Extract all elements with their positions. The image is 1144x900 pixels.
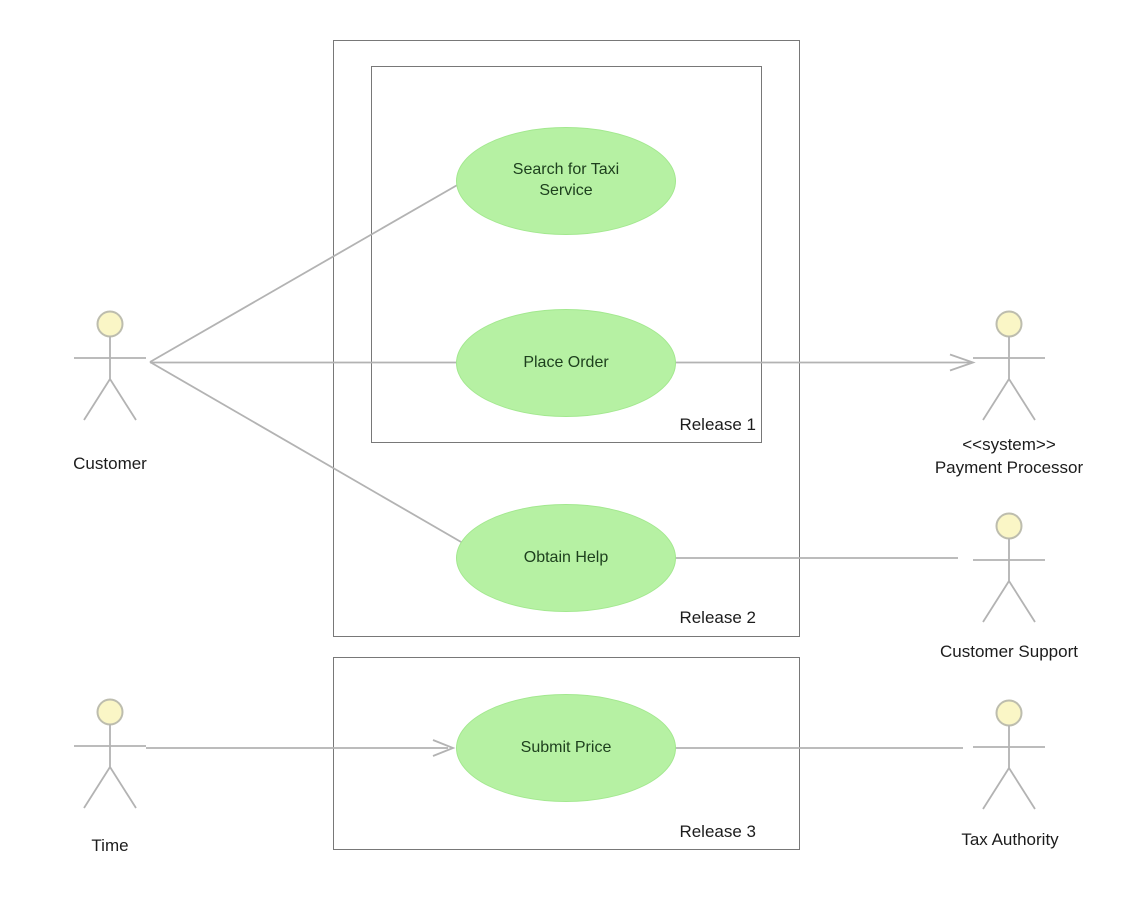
use-case-search-for-taxi-service: Search for Taxi Service xyxy=(456,127,676,235)
use-case-label: Place Order xyxy=(523,353,609,371)
boundary-label-release-2: Release 2 xyxy=(679,608,756,627)
use-case-obtain-help: Obtain Help xyxy=(456,504,676,612)
boundary-label-release-3: Release 3 xyxy=(679,822,756,841)
arrowhead-payment-icon xyxy=(949,353,976,372)
actor-label-time: Time xyxy=(91,836,129,855)
use-case-label: Submit Price xyxy=(520,738,612,756)
actor-label-tax-authority: Tax Authority xyxy=(961,830,1059,849)
actor-stereotype: <<system>> xyxy=(962,435,1056,454)
use-case-submit-price: Submit Price xyxy=(456,694,676,802)
actor-label-payment-processor: <<system>> Payment Processor xyxy=(935,433,1083,479)
actor-name: Payment Processor xyxy=(934,458,1084,477)
boundary-label-release-1: Release 1 xyxy=(679,415,756,434)
association-customer-obtain-help xyxy=(149,361,469,547)
use-case-label: Obtain Help xyxy=(523,548,609,566)
actor-figure-time xyxy=(73,698,147,809)
actor-figure-tax-authority xyxy=(972,699,1046,810)
association-customer-search xyxy=(149,179,467,363)
use-case-place-order: Place Order xyxy=(456,309,676,417)
boundary-release-1-2 xyxy=(333,40,800,637)
actor-label-customer-support: Customer Support xyxy=(940,642,1078,661)
boundary-release-1 xyxy=(371,66,762,443)
actor-figure-customer-support xyxy=(972,512,1046,623)
actor-figure-customer xyxy=(73,310,147,421)
actor-figure-payment-processor xyxy=(972,310,1046,421)
actor-label-customer: Customer xyxy=(73,454,147,473)
boundary-release-3 xyxy=(333,657,800,850)
use-case-label: Search for Taxi Service xyxy=(512,161,620,199)
arrowhead-submit-price-icon xyxy=(432,739,456,757)
